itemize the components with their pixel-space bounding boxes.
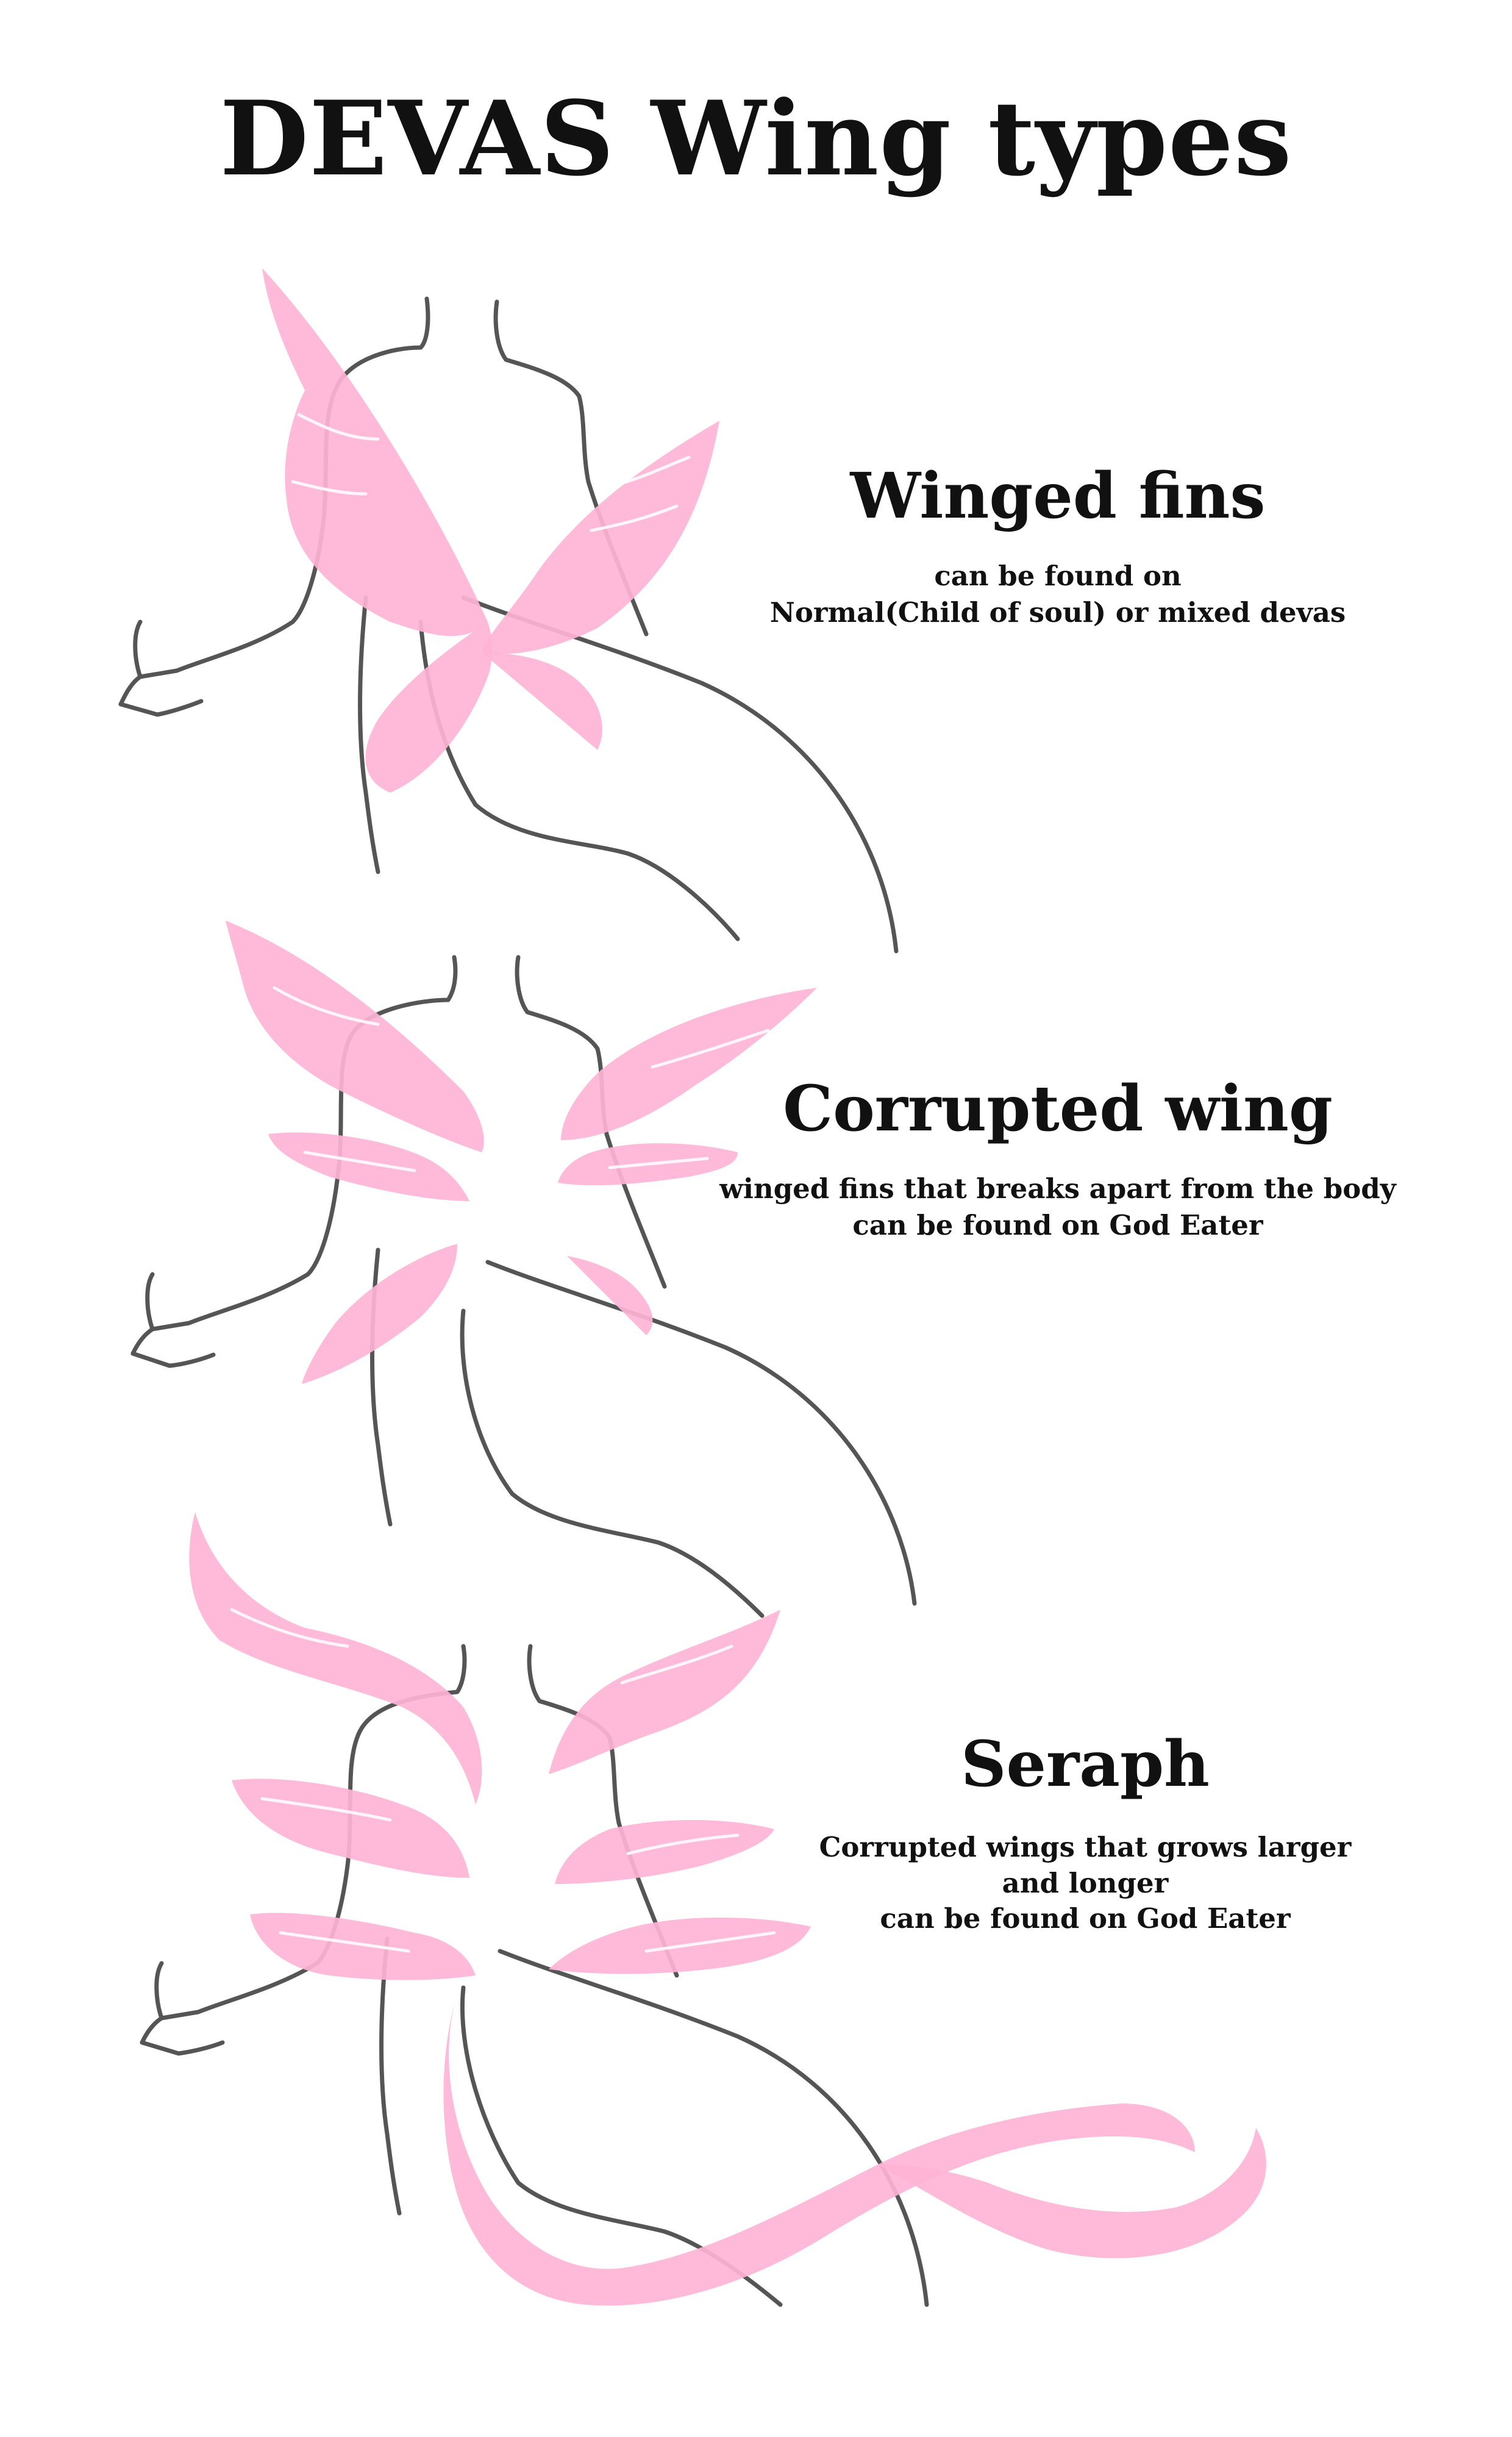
corrupted-wing-section: Corrupted wing winged fins that breaks a… [689,1072,1427,1243]
description-line: can be found on God Eater [880,1902,1291,1935]
seraph-section: Seraph Corrupted wings that grows larger… [762,1727,1408,1937]
section-description: Corrupted wings that grows larger and lo… [762,1830,1408,1937]
section-description: winged fins that breaks apart from the b… [689,1171,1427,1243]
corrupted-wing-illustration [130,921,917,1618]
section-heading: Winged fins [850,459,1266,533]
page-title: DEVAS Wing types [219,78,1293,199]
wing-veins [291,413,691,532]
description-line: and longer [1002,1866,1169,1899]
wing-veins [273,986,770,1172]
description-line: can be found on God Eater [852,1208,1263,1241]
wing-shapes [262,268,719,793]
section-heading: Seraph [961,1727,1210,1801]
description-line: Corrupted wings that grows larger [819,1831,1352,1864]
section-heading: Corrupted wing [783,1072,1333,1146]
seraph-illustration [140,1512,1266,2307]
description-line: Normal(Child of soul) or mixed devas [769,596,1346,629]
winged-fins-section: Winged fins can be found on Normal(Child… [713,460,1402,630]
description-line: can be found on [934,560,1182,593]
wing-shapes [226,921,817,1384]
section-description: can be found on Normal(Child of soul) or… [713,558,1402,630]
wing-veins [230,1608,776,1953]
winged-fins-illustration [118,268,899,954]
description-line: winged fins that breaks apart from the b… [719,1172,1396,1205]
